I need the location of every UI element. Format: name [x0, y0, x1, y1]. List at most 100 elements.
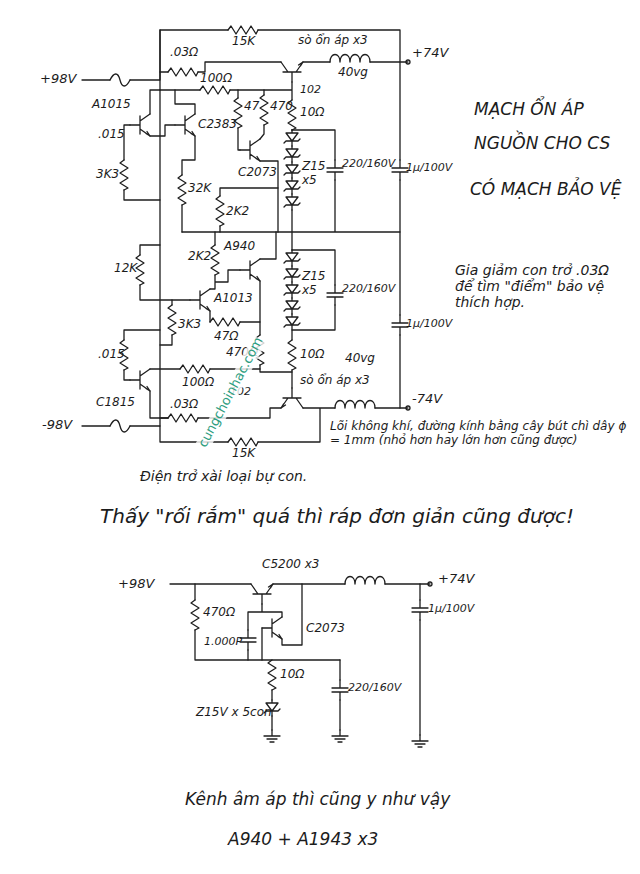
component-symbol	[130, 369, 150, 391]
component-symbol	[210, 318, 240, 326]
component-symbol	[211, 245, 219, 275]
component-symbol	[136, 255, 144, 285]
component-symbol	[190, 289, 210, 311]
component-symbol	[284, 250, 300, 266]
wire	[260, 232, 292, 372]
wire	[238, 90, 240, 150]
component-symbol	[240, 630, 256, 650]
wire	[248, 584, 302, 660]
wire	[82, 30, 160, 426]
coil-note: Lõi không khí, đường kính bằng cây bút c…	[330, 420, 630, 448]
component-symbol	[168, 414, 198, 422]
component-symbol	[412, 600, 428, 620]
component-symbol	[268, 660, 276, 690]
design-note: Gia giảm con trở .03Ω để tìm "điểm" bảo …	[455, 262, 630, 310]
component-symbol	[260, 95, 268, 125]
component-symbol	[392, 315, 408, 335]
component-symbol	[120, 160, 128, 190]
wire	[160, 30, 400, 408]
component-symbol	[284, 178, 300, 194]
component-symbol	[110, 74, 130, 86]
component-symbol	[281, 388, 303, 408]
component-symbol	[191, 600, 199, 630]
component-symbol	[240, 139, 260, 161]
component-symbol	[284, 146, 300, 162]
component-symbol	[251, 584, 273, 604]
resistor-value: 10Ω	[280, 668, 304, 682]
transistor-name: A1015	[92, 98, 131, 112]
output-voltage: +74V	[412, 46, 448, 61]
transistor-name: sò ổn áp x3	[298, 34, 368, 48]
supply-voltage: +98V	[118, 577, 154, 592]
component-symbol	[264, 730, 280, 742]
output-voltage: -74V	[412, 392, 442, 407]
component-symbol	[330, 55, 370, 63]
component-symbol	[110, 420, 130, 432]
resistor-value: 15K	[232, 447, 255, 461]
component-symbol	[332, 680, 348, 700]
transistor-name: A1013	[214, 292, 253, 306]
capacitor-value: 220/160V	[342, 158, 395, 171]
component-symbol	[228, 438, 258, 446]
capacitor-value: 1.000P	[204, 636, 242, 649]
capacitor-value: 1μ/100V	[406, 318, 452, 331]
resistor-value: 32K	[188, 182, 211, 196]
component-symbol	[216, 196, 224, 226]
component-symbol	[327, 285, 343, 305]
capacitor-value: 220/160V	[342, 283, 395, 296]
resistor-value: .015	[98, 128, 125, 142]
component-symbol	[178, 175, 186, 205]
wire	[303, 61, 408, 62]
transistor-name: C1815	[96, 396, 135, 410]
resistor-value: 3K3	[96, 168, 119, 182]
wire	[292, 250, 335, 388]
resistor-value: 470Ω	[203, 606, 235, 620]
main-regulator	[82, 26, 410, 446]
component-symbol	[412, 735, 428, 747]
resistor-value: 100Ω	[200, 72, 232, 86]
component-symbol	[284, 162, 300, 178]
resistor-value: 100Ω	[182, 376, 214, 390]
transistor-name: sò ổn áp x3	[300, 374, 370, 388]
resistor-value: 3K3	[178, 318, 201, 332]
heading-note: CÓ MẠCH BẢO VỆ	[470, 180, 621, 200]
hand-note: Thấy "rối rắm" quá thì ráp đơn giản cũng…	[100, 505, 574, 528]
component-symbol	[345, 577, 385, 585]
coil-turns: 40vg	[338, 66, 368, 80]
resistor-value: .015	[98, 348, 125, 362]
component-symbol	[262, 617, 282, 639]
simple-regulator	[170, 577, 432, 748]
capacitor-value: 220/160V	[348, 682, 401, 695]
component-symbol	[130, 114, 150, 136]
component-symbol	[180, 365, 210, 373]
wire	[124, 90, 175, 200]
transistor-name: A940	[224, 240, 255, 254]
hand-note: Kênh âm áp thì cũng y như vậy	[185, 790, 450, 810]
wire	[175, 90, 195, 232]
component-symbol	[284, 314, 300, 330]
resistor-value: 10Ω	[300, 348, 324, 362]
resistor-value: .03Ω	[170, 398, 198, 412]
hand-note: A940 + A1943 x3	[228, 830, 378, 850]
component-symbol	[284, 266, 300, 282]
component-symbol	[168, 68, 198, 76]
zener-value: Z15 x5	[302, 160, 334, 188]
component-symbol	[284, 282, 300, 298]
component-symbol	[200, 86, 230, 94]
supply-voltage: +98V	[40, 72, 76, 87]
capacitor-value: 1μ/100V	[428, 603, 474, 616]
transistor-name: C2073	[238, 166, 277, 180]
capacitor-value: 102	[300, 84, 321, 97]
hand-note: Điện trở xài loại bự con.	[140, 468, 307, 484]
resistor-value: 15K	[232, 35, 255, 49]
terminal-dot	[406, 60, 410, 64]
resistor-value: .03Ω	[170, 46, 198, 60]
resistor-value: 47Ω	[214, 330, 238, 344]
resistor-value: 470	[270, 100, 293, 114]
zener-value: Z15 x5	[302, 270, 334, 298]
terminal-dot	[406, 406, 410, 410]
component-symbol	[288, 340, 296, 370]
component-symbol	[335, 401, 375, 409]
component-symbol	[284, 194, 300, 210]
